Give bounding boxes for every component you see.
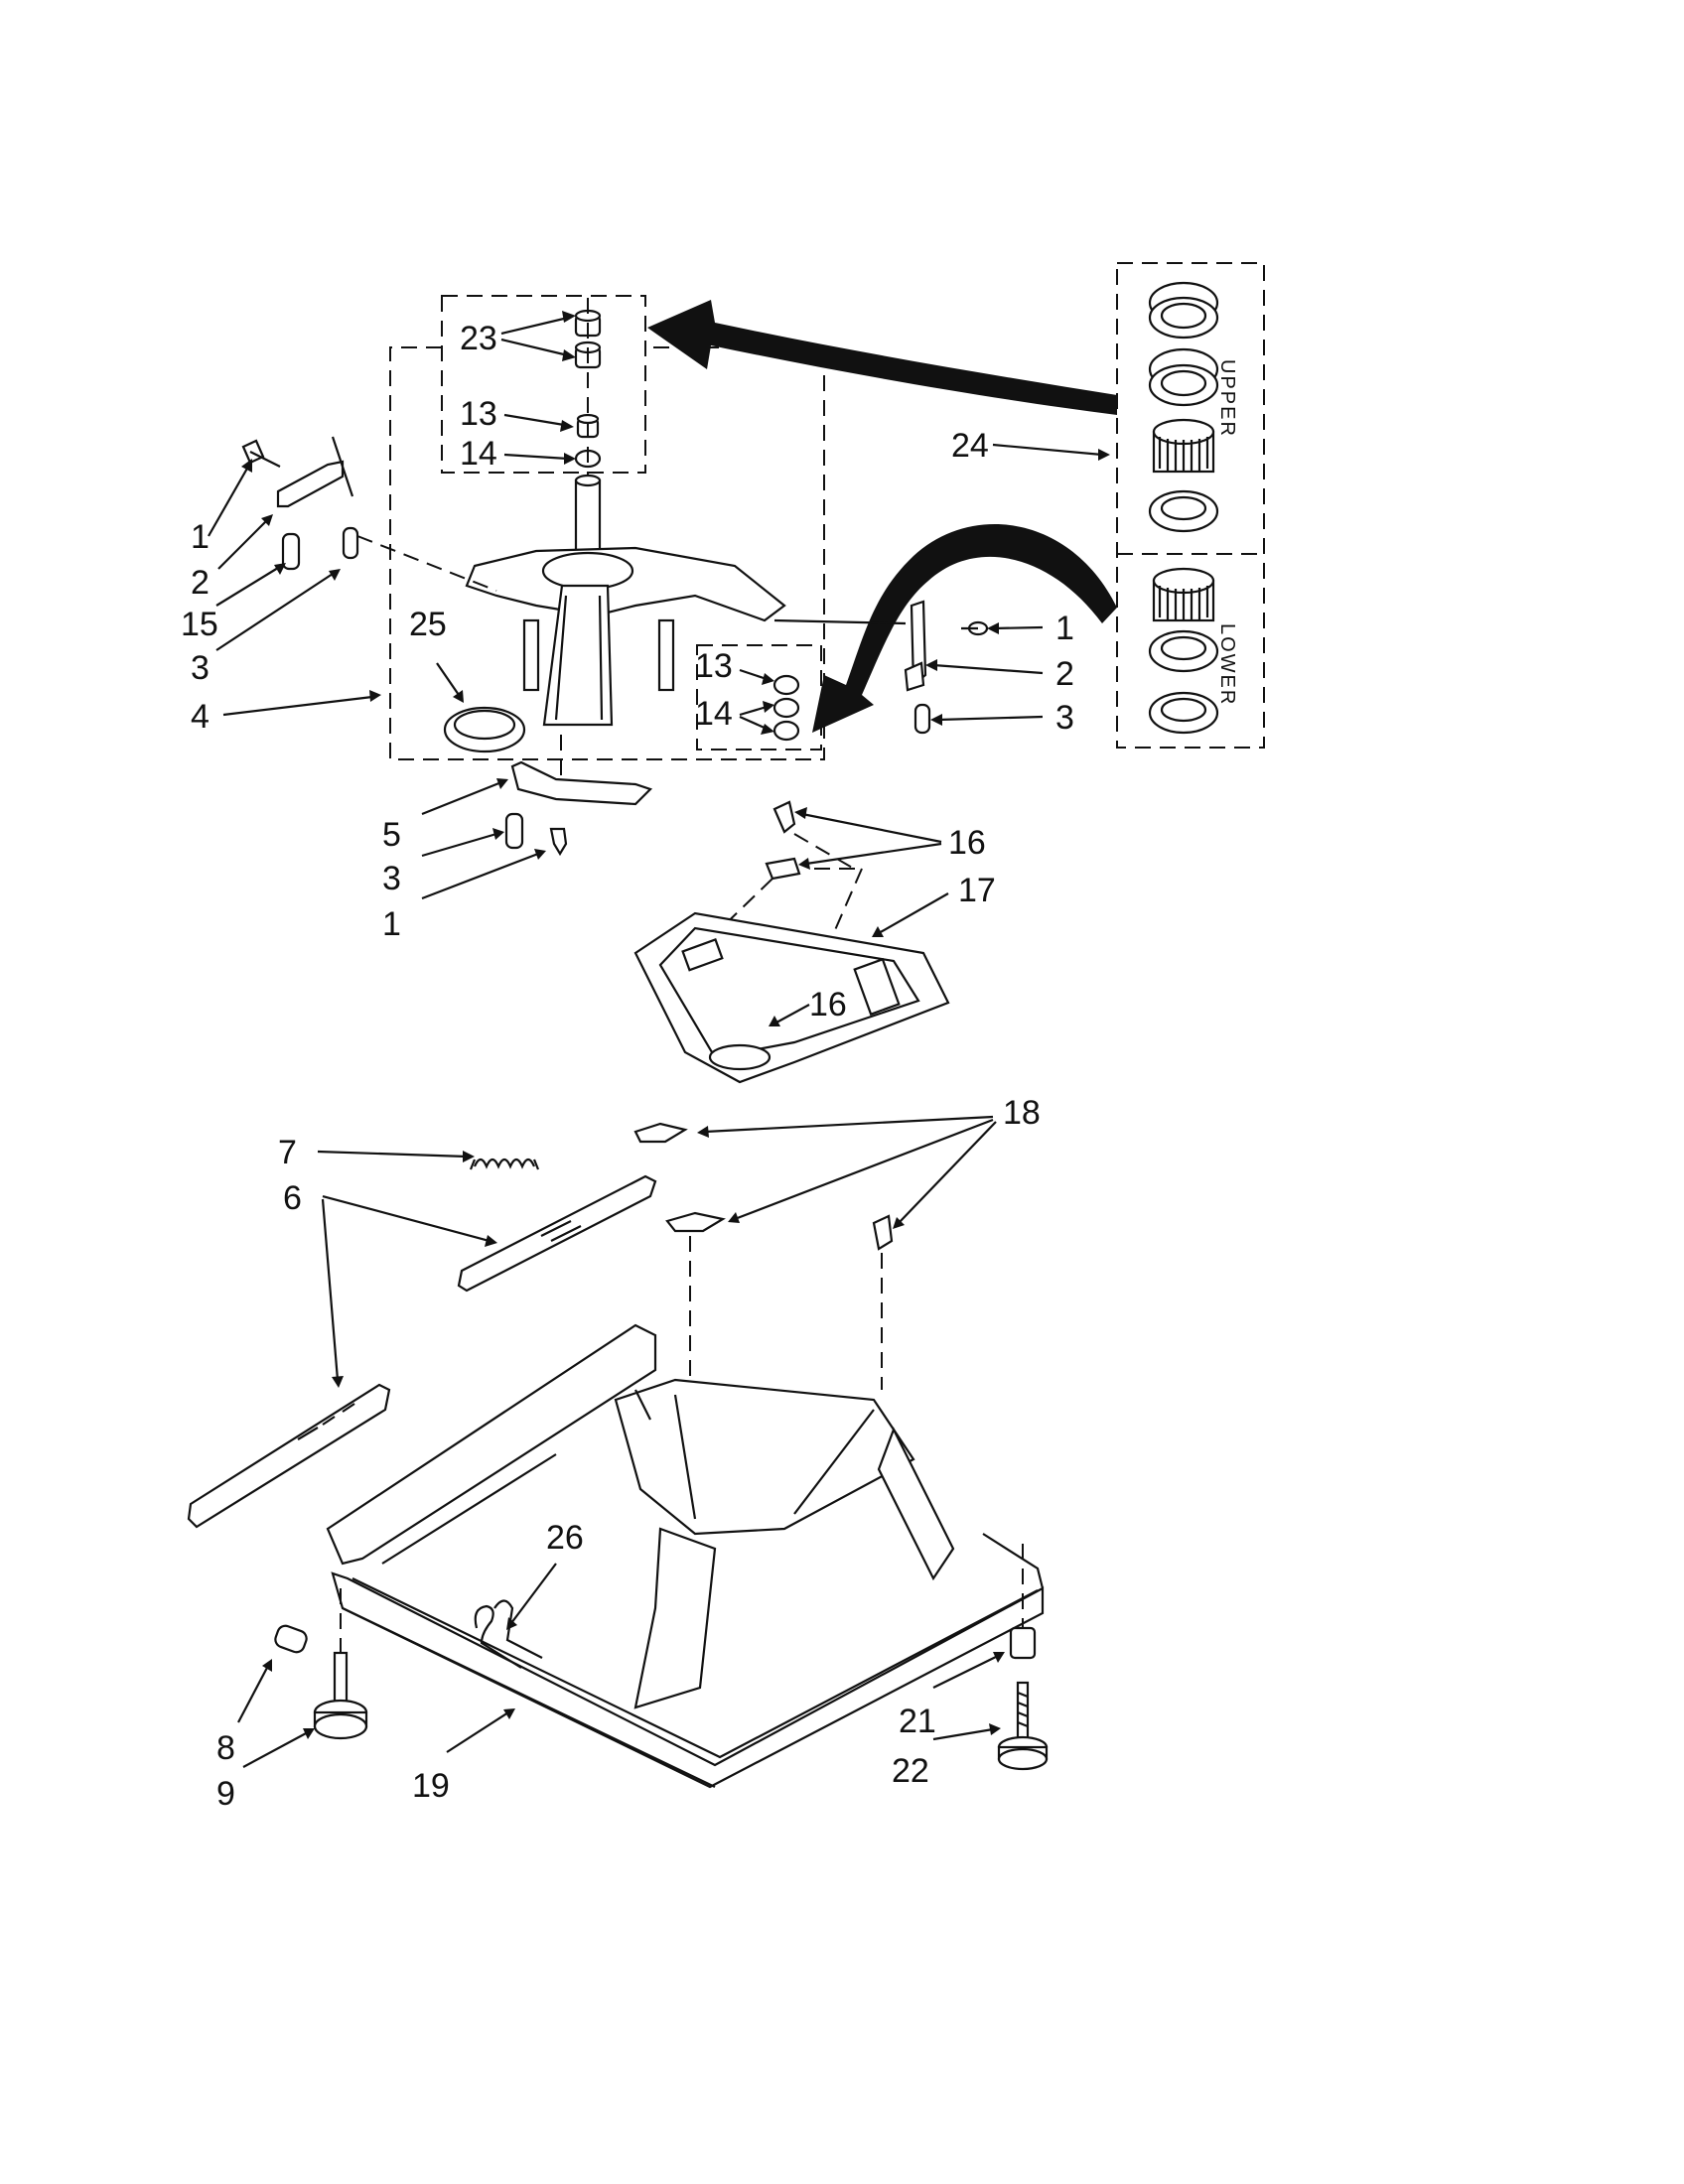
label-3-bottom: 3 xyxy=(382,860,401,897)
label-25: 25 xyxy=(409,606,447,643)
spring-7 xyxy=(469,1158,540,1170)
rail-6-lower xyxy=(187,1383,391,1529)
leader-lines xyxy=(208,311,1110,1768)
label-18: 18 xyxy=(1003,1094,1041,1132)
bearing-kit-parts: UPPER LOWER xyxy=(1148,281,1238,735)
assembly-box-upper-bearings xyxy=(441,295,646,474)
label-14-upper: 14 xyxy=(460,435,497,473)
lower-bracket-group xyxy=(504,760,653,857)
label-14-lower: 14 xyxy=(695,695,733,733)
label-24: 24 xyxy=(951,427,989,465)
left-bracket-group xyxy=(241,436,497,592)
right-bracket-group xyxy=(773,600,989,735)
callout-labels: 23 13 14 24 1 2 15 3 4 25 13 14 1 2 3 5 … xyxy=(181,320,1074,1813)
lower-ring-1 xyxy=(1148,629,1219,673)
label-8: 8 xyxy=(216,1729,235,1767)
label-16-upper: 16 xyxy=(948,824,986,862)
label-13-upper: 13 xyxy=(460,395,497,433)
label-6: 6 xyxy=(283,1179,302,1217)
clip-26 xyxy=(474,1599,543,1669)
label-3-left: 3 xyxy=(191,649,210,687)
label-15: 15 xyxy=(181,606,218,643)
label-16-lower: 16 xyxy=(809,986,847,1024)
center-post-assembly xyxy=(465,474,786,794)
label-9: 9 xyxy=(216,1775,235,1813)
label-22: 22 xyxy=(892,1752,929,1790)
label-2-left: 2 xyxy=(191,564,210,602)
upper-bearing-stack xyxy=(574,298,602,496)
upper-ring xyxy=(1148,489,1219,533)
label-1-right: 1 xyxy=(1055,610,1074,647)
arrow-upper-kit xyxy=(647,300,1117,415)
label-19: 19 xyxy=(412,1767,450,1805)
label-3-right: 3 xyxy=(1055,699,1074,737)
snubbers-18 xyxy=(633,1122,894,1529)
label-1-bottom: 1 xyxy=(382,905,401,943)
upper-seal-1 xyxy=(1148,281,1219,340)
label-2-right: 2 xyxy=(1055,655,1074,693)
upper-gear xyxy=(1152,418,1215,474)
upper-seal-2 xyxy=(1148,347,1219,407)
label-4: 4 xyxy=(191,698,210,736)
lower-gear xyxy=(1152,567,1215,622)
label-13-lower: 13 xyxy=(695,647,733,685)
leg-8-foot-9 xyxy=(274,1588,368,1740)
upper-side-label: UPPER xyxy=(1216,359,1238,438)
label-23: 23 xyxy=(460,320,497,357)
arrow-lower-kit xyxy=(812,524,1117,733)
label-17: 17 xyxy=(958,872,996,909)
label-1-left: 1 xyxy=(191,518,210,556)
label-5: 5 xyxy=(382,816,401,854)
label-26: 26 xyxy=(546,1519,584,1557)
base-frame-19 xyxy=(326,1323,1045,1789)
bushing-21-foot-22 xyxy=(997,1544,1049,1771)
tub-frame-17 xyxy=(633,911,950,1084)
bearing-kit-box xyxy=(1116,262,1265,749)
rail-6-upper xyxy=(457,1174,657,1293)
label-7: 7 xyxy=(278,1134,297,1171)
lower-bearing-stack xyxy=(772,674,800,742)
lower-ring-2 xyxy=(1148,691,1219,735)
label-21: 21 xyxy=(899,1703,936,1740)
lower-side-label: LOWER xyxy=(1216,623,1238,706)
ring-seal-25 xyxy=(443,706,526,753)
assembly-box-center-post xyxy=(389,346,825,760)
